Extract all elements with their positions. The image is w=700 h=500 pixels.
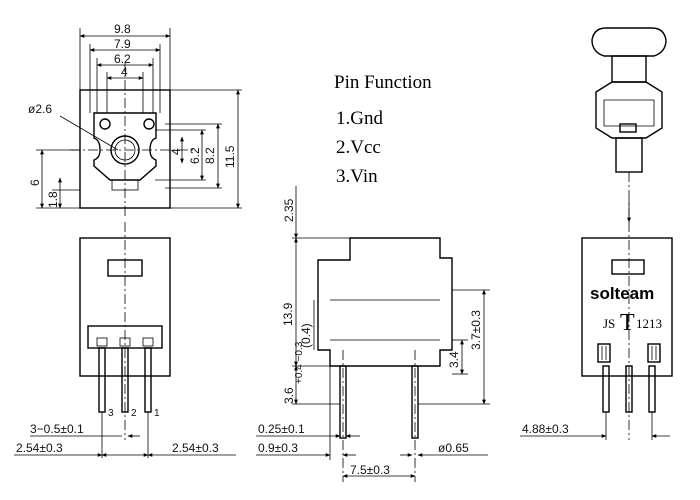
pin-function-block: Pin Function 1.Gnd 2.Vcc 3.Vin	[334, 72, 432, 187]
pin-label-1: 1	[154, 408, 160, 419]
dim-3-7: 3.7±0.3	[469, 310, 483, 350]
part-mark-t: T	[620, 310, 635, 336]
dim-6-2-right: 6.2	[188, 147, 202, 164]
dim-9-8: 9.8	[114, 22, 131, 36]
top-view-cavity	[93, 112, 157, 181]
dim-pitch-left: 2.54±0.3	[16, 441, 63, 455]
pin-3-label: 3.Vin	[336, 166, 378, 187]
pin-label-3: 3	[108, 408, 114, 419]
side-pin-right	[411, 365, 419, 439]
side-view: 2.35 13.9 (0.4) 3.6 +0.4 −0.3 3.4 3.7±0.…	[256, 186, 490, 482]
part-number: 1213	[636, 316, 662, 331]
dim-6-left: 6	[28, 179, 42, 186]
dim-13-9: 13.9	[281, 302, 295, 326]
pin-1	[144, 347, 152, 413]
dim-2-35: 2.35	[282, 198, 296, 222]
dim-pitch-right: 2.54±0.3	[172, 441, 219, 455]
dim-pin-width: 3−0.5±0.1	[30, 422, 84, 436]
product-window	[611, 259, 645, 275]
dim-4-top: 4	[121, 65, 128, 79]
hole-left	[99, 118, 111, 130]
dim-0-25: 0.25±0.1	[258, 422, 305, 436]
iso-shaft	[615, 137, 643, 173]
product-view: solteam JS T 1213 4.88±0.3	[520, 222, 673, 440]
iso-slot	[619, 123, 637, 133]
hole-right	[143, 118, 155, 130]
knob-stem	[611, 55, 647, 83]
dim-0-9: 0.9±0.3	[258, 441, 298, 455]
knob-cap	[591, 27, 667, 57]
pin-3	[98, 347, 106, 413]
dim-4-right: 4	[169, 148, 183, 155]
dim-4-88: 4.88±0.3	[522, 422, 569, 436]
pin-label-2: 2	[131, 408, 137, 419]
pin-2-label: 2.Vcc	[336, 137, 381, 158]
side-pin-left	[339, 365, 347, 439]
brand-solteam: solteam	[590, 284, 654, 303]
dim-8-2: 8.2	[203, 147, 217, 164]
dim-11-5: 11.5	[223, 145, 237, 168]
dim-1-8-left: 1.8	[46, 191, 60, 208]
iso-body	[595, 81, 663, 139]
dim-7-9: 7.9	[114, 37, 131, 51]
pin-2	[121, 347, 129, 413]
top-view: 9.8 7.9 6.2 4 ø2.6 11.5 8.2 6.2 4	[28, 22, 242, 218]
part-prefix: JS	[603, 316, 615, 331]
dim-pin-dia: ø0.65	[438, 441, 469, 455]
front-view: 3 2 1 3−0.5±0.1 2.54±0.3 2.54±0.3	[14, 222, 236, 458]
dim-6-2: 6.2	[114, 52, 131, 66]
product-pin-2	[625, 365, 633, 413]
dim-hole-dia: ø2.6	[28, 102, 52, 116]
dim-0-4: (0.4)	[299, 323, 313, 348]
pin-1-label: 1.Gnd	[336, 108, 383, 129]
dim-7-5: 7.5±0.3	[350, 463, 390, 477]
side-view-body	[317, 237, 453, 367]
pin-function-title: Pin Function	[334, 72, 432, 93]
dim-3-6: 3.6	[282, 387, 296, 404]
dim-3-4: 3.4	[447, 351, 461, 368]
product-body	[581, 237, 673, 377]
iso-view	[591, 27, 667, 223]
product-pin-1	[602, 365, 610, 413]
dim-3-6-tol: +0.4 −0.3	[294, 341, 305, 384]
product-pin-3	[648, 365, 656, 413]
